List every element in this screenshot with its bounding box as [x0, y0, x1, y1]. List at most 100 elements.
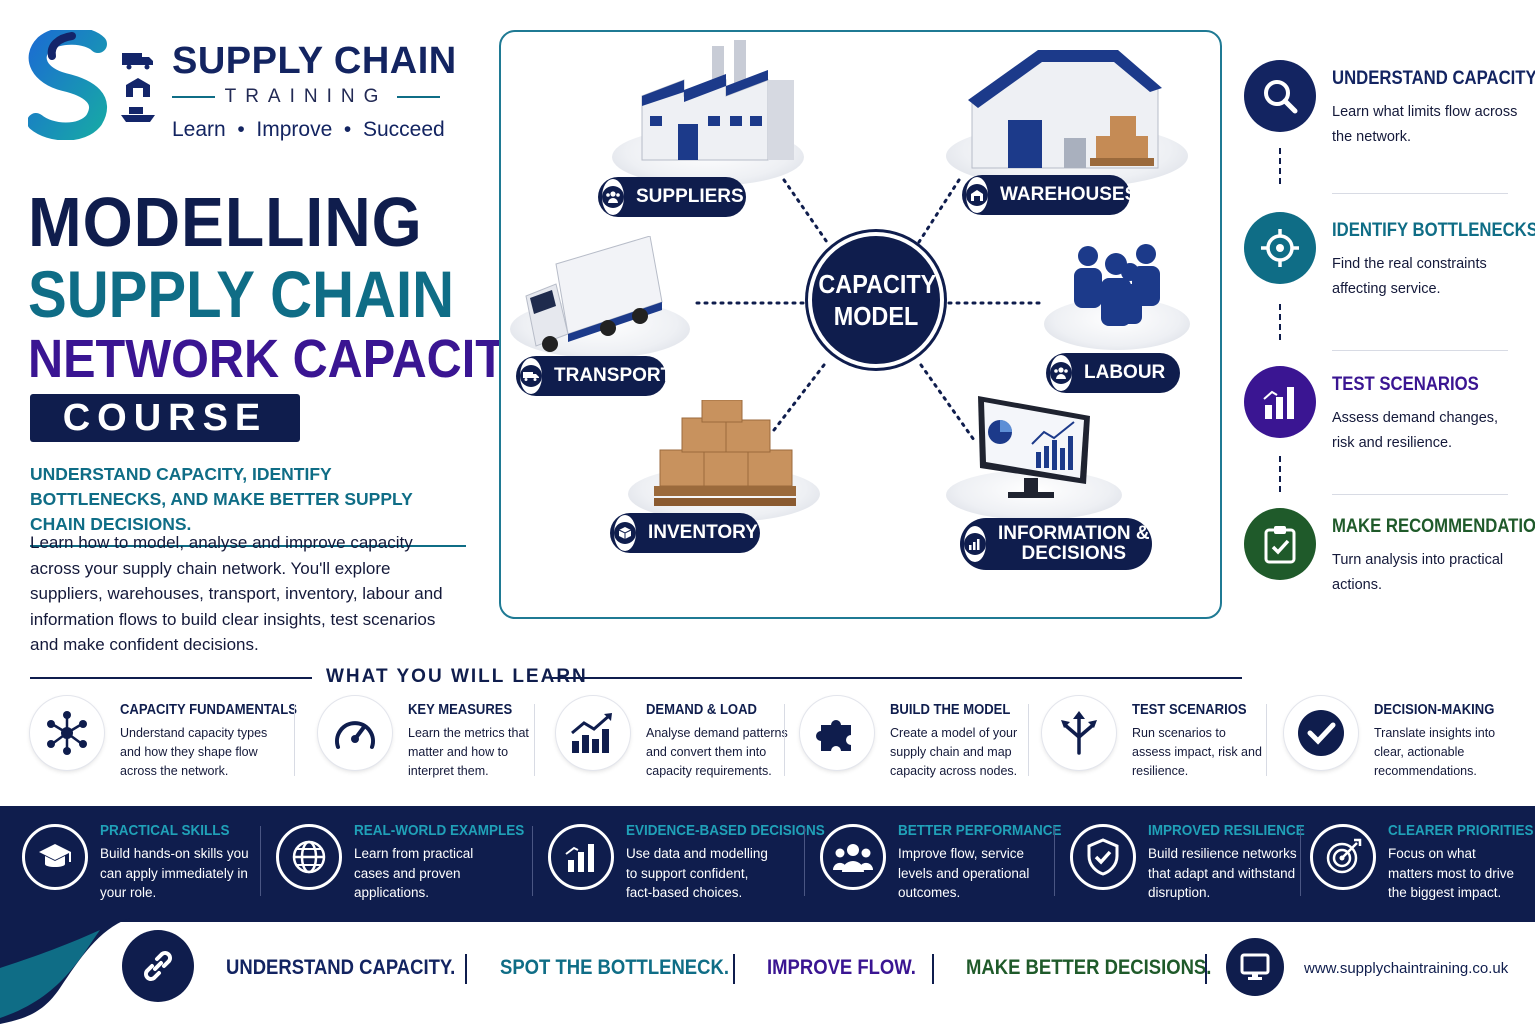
logo-mark	[28, 30, 107, 140]
slogan-better-decisions: MAKE BETTER DECISIONS.	[966, 956, 1212, 979]
learn-item-title: KEY MEASURES	[408, 702, 513, 718]
learn-item-text: Understand capacity types and how they s…	[120, 726, 268, 778]
step-text: Assess demand changes, risk and resilien…	[1332, 410, 1499, 451]
slogan-divider	[1205, 954, 1207, 984]
node-information[interactable]: INFORMATION & DECISIONS	[960, 518, 1152, 570]
diagram-connectors	[695, 178, 1041, 442]
learn-item-title: DECISION-MAKING	[1374, 702, 1495, 718]
bar-chart-icon	[548, 824, 614, 890]
learn-item-demand-load: DEMAND & LOAD Analyse demand patterns an…	[556, 696, 796, 782]
learn-item-capacity-fundamentals: CAPACITY FUNDAMENTALS Understand capacit…	[30, 696, 297, 782]
node-warehouses-label: WAREHOUSES	[1000, 184, 1138, 205]
benefit-text: Use data and modelling to support confid…	[626, 846, 768, 900]
hero-line-3: NETWORK CAPACITY	[28, 329, 538, 389]
target-icon	[1244, 212, 1316, 284]
benefit-text: Build resilience networks that adapt and…	[1148, 846, 1297, 900]
slogan-spot-bottleneck: SPOT THE BOTTLENECK.	[500, 956, 729, 979]
learn-item-title: CAPACITY FUNDAMENTALS	[120, 702, 297, 718]
benefit-divider	[1054, 826, 1055, 896]
learn-heading-rule-right	[552, 677, 1242, 679]
node-labour-label: LABOUR	[1084, 362, 1166, 383]
slogan-improve-flow: IMPROVE FLOW.	[767, 956, 916, 979]
split-arrows-icon	[1042, 696, 1116, 770]
benefit-divider	[1300, 826, 1301, 896]
node-information-label: INFORMATION & DECISIONS	[998, 524, 1150, 564]
benefit-title: CLEARER PRIORITIES	[1388, 822, 1534, 839]
benefit-evidence-based-decisions: EVIDENCE-BASED DECISIONS Use data and mo…	[548, 818, 825, 908]
benefit-title: EVIDENCE-BASED DECISIONS	[626, 822, 825, 839]
target-arrow-icon	[1310, 824, 1376, 890]
people-icon	[1050, 355, 1072, 391]
brand-subtitle: TRAINING	[172, 86, 440, 108]
step-text: Find the real constraints affecting serv…	[1332, 256, 1487, 297]
node-information-line-1: INFORMATION &	[998, 523, 1150, 544]
benefit-title: BETTER PERFORMANCE	[898, 822, 1062, 839]
step-title: MAKE RECOMMENDATIONS	[1332, 516, 1535, 537]
step-test-scenarios: TEST SCENARIOS Assess demand changes, ri…	[1244, 366, 1524, 486]
check-circle-icon	[1284, 696, 1358, 770]
learn-item-key-measures: KEY MEASURES Learn the metrics that matt…	[318, 696, 558, 782]
course-badge: COURSE	[30, 394, 300, 442]
warehouse-icon	[966, 177, 988, 213]
footer-wave-decoration	[0, 918, 130, 1024]
brand-title: SUPPLY CHAIN	[172, 40, 457, 82]
step-title: UNDERSTAND CAPACITY	[1332, 68, 1535, 89]
truck-icon	[520, 358, 542, 394]
node-transport-label: TRANSPORT	[554, 365, 673, 386]
benefit-text: Learn from practical cases and proven ap…	[354, 846, 474, 900]
step-connector	[1279, 304, 1281, 340]
clipboard-check-icon	[1244, 508, 1316, 580]
search-icon	[1244, 60, 1316, 132]
node-transport[interactable]: TRANSPORT	[516, 356, 672, 396]
truck-vehicle-icon	[525, 236, 663, 352]
learn-item-title: DEMAND & LOAD	[646, 702, 757, 718]
node-inventory-label: INVENTORY	[648, 522, 758, 543]
node-inventory[interactable]: INVENTORY	[610, 513, 760, 553]
slogan-divider	[932, 954, 934, 984]
factory-icon	[641, 40, 794, 161]
workers-icon	[1074, 244, 1160, 326]
hub-line-1: CAPACITY	[818, 269, 937, 299]
learn-divider	[784, 704, 785, 776]
learn-item-title: TEST SCENARIOS	[1132, 702, 1247, 718]
learn-item-test-scenarios: TEST SCENARIOS Run scenarios to assess i…	[1042, 696, 1282, 782]
puzzle-icon	[800, 696, 874, 770]
hero-lead: UNDERSTAND CAPACITY, IDENTIFY BOTTLENECK…	[30, 462, 466, 547]
benefit-divider	[532, 826, 533, 896]
people-icon	[820, 824, 886, 890]
network-icon	[30, 696, 104, 770]
globe-icon	[276, 824, 342, 890]
hero-line-1: MODELLING	[28, 183, 423, 261]
benefit-title: IMPROVED RESILIENCE	[1148, 822, 1305, 839]
capacity-model-hub: CAPACITY MODEL	[808, 232, 944, 368]
logo-mini-icons	[118, 50, 158, 124]
step-divider	[1332, 193, 1508, 194]
node-suppliers[interactable]: SUPPLIERS	[598, 177, 746, 217]
node-warehouses[interactable]: WAREHOUSES	[962, 175, 1137, 215]
website-link[interactable]: www.supplychaintraining.co.uk	[1304, 960, 1509, 977]
learn-divider	[1266, 704, 1267, 776]
node-labour[interactable]: LABOUR	[1046, 353, 1180, 393]
learn-item-build-model: BUILD THE MODEL Create a model of your s…	[800, 696, 1040, 782]
monitor-icon	[1226, 938, 1284, 996]
benefit-better-performance: BETTER PERFORMANCE Improve flow, service…	[820, 818, 1062, 908]
hub-line-2: MODEL	[833, 301, 919, 331]
benefit-improved-resilience: IMPROVED RESILIENCE Build resilience net…	[1070, 818, 1306, 908]
warehouse-building-icon	[968, 50, 1162, 169]
step-connector	[1279, 148, 1281, 184]
benefits-band	[0, 806, 1535, 922]
step-text: Learn what limits flow across the networ…	[1332, 104, 1518, 145]
bar-chart-icon	[964, 526, 986, 562]
node-suppliers-label: SUPPLIERS	[636, 186, 744, 207]
learn-item-text: Learn the metrics that matter and how to…	[408, 726, 529, 778]
step-title: TEST SCENARIOS	[1332, 374, 1479, 395]
graduation-cap-icon	[22, 824, 88, 890]
brand-sub-text: TRAINING	[224, 86, 388, 107]
learn-divider	[294, 704, 295, 776]
learn-heading: WHAT YOU WILL LEARN	[326, 666, 588, 687]
step-divider	[1332, 350, 1508, 351]
learn-item-text: Analyse demand patterns and convert them…	[646, 726, 788, 778]
slogan-divider	[465, 954, 467, 984]
step-make-recommendations: MAKE RECOMMENDATIONS Turn analysis into …	[1244, 508, 1535, 628]
bar-chart-icon	[1244, 366, 1316, 438]
